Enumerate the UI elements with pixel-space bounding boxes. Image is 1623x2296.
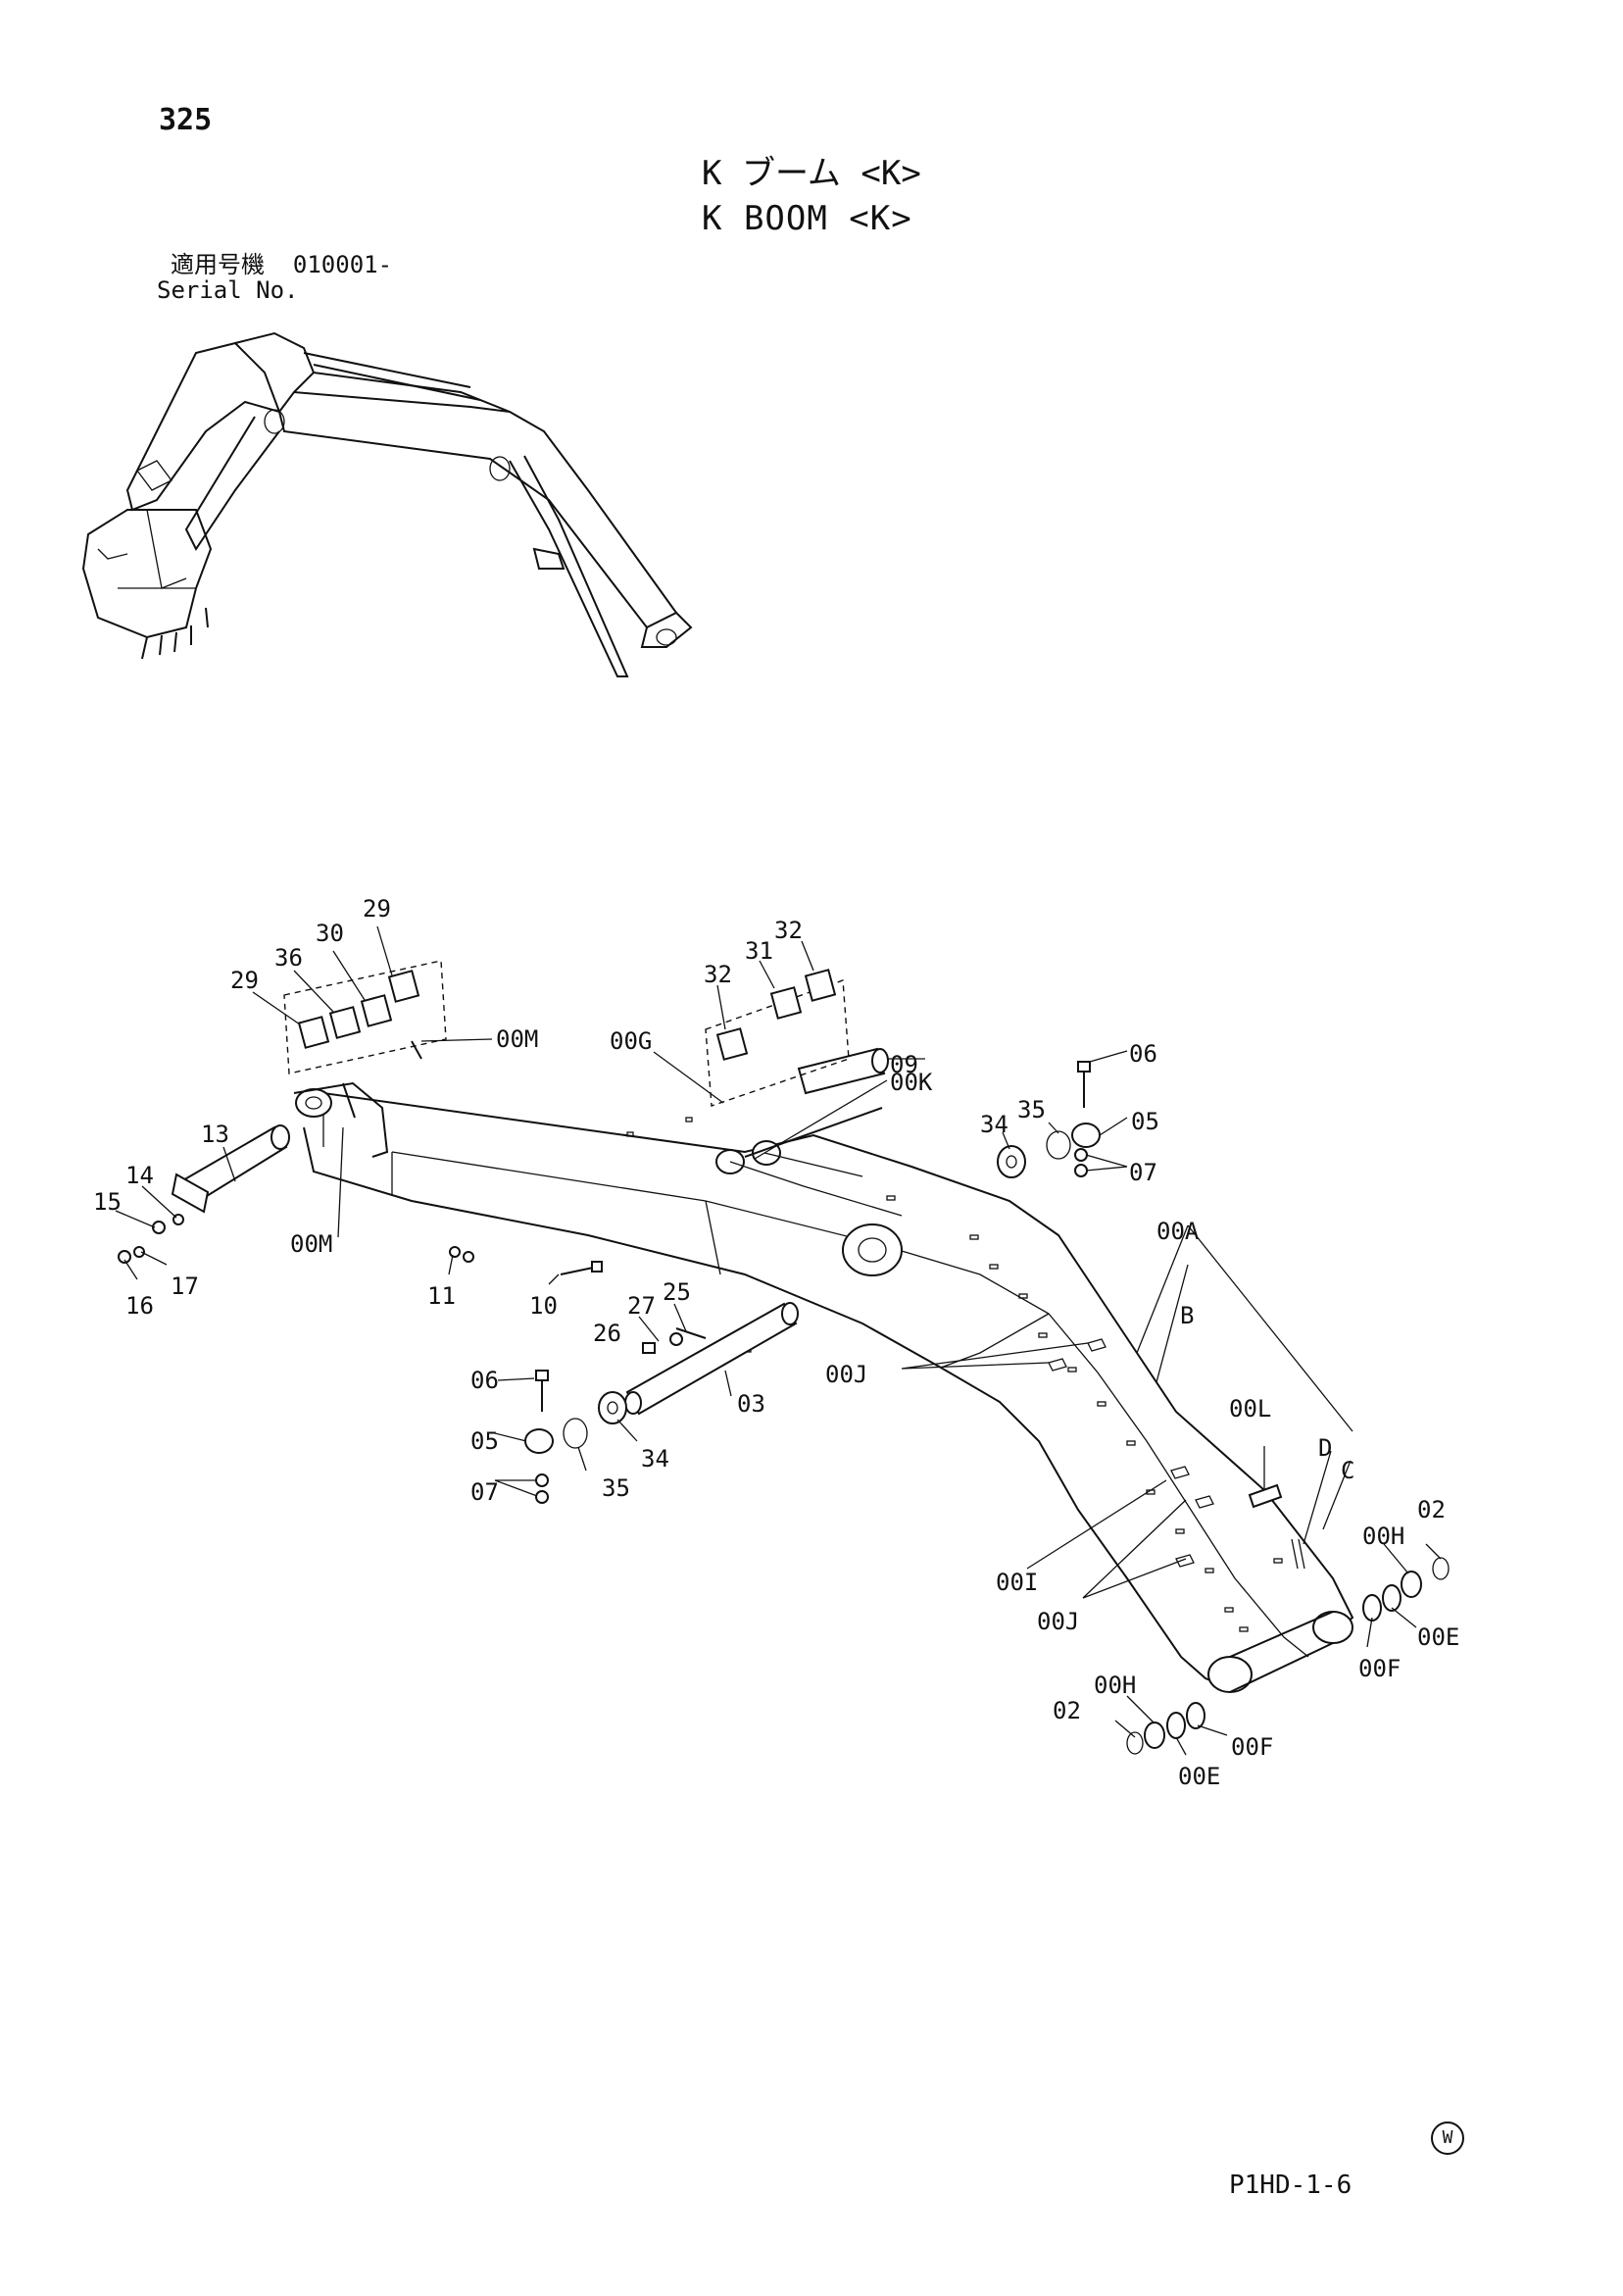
callout-label: 00G (610, 1027, 652, 1055)
callout-label: 11 (427, 1282, 456, 1310)
serial-value: 010001- (292, 251, 393, 278)
callout-label: 14 (125, 1162, 154, 1189)
callout-label: 05 (470, 1427, 499, 1455)
callout-label: 32 (774, 917, 803, 944)
page-code: P1HD-1-6 (1229, 2171, 1352, 2200)
callout-label: 00L (1229, 1395, 1271, 1423)
callout-label: 16 (125, 1292, 154, 1320)
small-hardware (118, 1040, 1283, 1509)
callout-label: 35 (602, 1474, 630, 1502)
callout-label: 15 (93, 1188, 122, 1216)
callout-label: 29 (363, 895, 391, 923)
callout-label: 17 (171, 1273, 199, 1300)
callout-label: C (1341, 1457, 1354, 1484)
callout-label: 35 (1017, 1096, 1046, 1123)
callout-label: 00K (890, 1069, 933, 1096)
leader-lines (115, 925, 1442, 1756)
callout-label: 34 (641, 1445, 669, 1472)
callout-label: 09 (890, 1051, 918, 1078)
callout-label: 29 (230, 967, 259, 994)
boom-foot-pin-13 (171, 1124, 290, 1214)
page-number: 325 (159, 103, 213, 137)
callout-label: 03 (737, 1390, 765, 1418)
callout-label: 07 (1129, 1159, 1157, 1186)
callout-label: D (1318, 1434, 1332, 1462)
callout-label: 30 (316, 920, 344, 947)
callout-label: 00J (1037, 1608, 1079, 1635)
callout-label: 07 (470, 1478, 499, 1506)
callout-label: 34 (980, 1111, 1008, 1138)
serial-number-label-english: Serial No. (157, 276, 299, 304)
callout-label: 10 (529, 1292, 558, 1320)
callout-label: 00A (1156, 1218, 1200, 1245)
callout-label: 27 (627, 1292, 656, 1320)
watermark-w-icon: W (1431, 2121, 1464, 2155)
callout-label: 00E (1178, 1763, 1220, 1790)
callout-label: 00H (1362, 1522, 1404, 1550)
callout-label: 06 (470, 1367, 499, 1394)
callout-label: 26 (593, 1320, 621, 1347)
shim-plates-right (705, 969, 850, 1107)
page-title-japanese: K ブーム <K> (702, 154, 921, 193)
boom-cylinder-pin-03 (624, 1302, 799, 1416)
callout-label: 00J (825, 1361, 867, 1388)
page-title-english: K BOOM <K> (702, 199, 912, 238)
callout-label: 00E (1417, 1623, 1459, 1651)
callout-label: 02 (1417, 1496, 1446, 1523)
callout-labels: 29 36 30 29 00M 13 14 15 17 16 00M 11 10… (93, 895, 1459, 1790)
callout-label: 36 (274, 944, 303, 972)
callout-label: 00H (1094, 1672, 1136, 1699)
callout-label: 25 (663, 1278, 691, 1306)
callout-label: 00M (496, 1025, 538, 1053)
callout-label: 31 (745, 937, 773, 965)
excavator-overview-sketch (81, 331, 693, 677)
callout-label: 00M (290, 1230, 332, 1258)
callout-label: B (1180, 1302, 1194, 1329)
callout-label: 13 (201, 1121, 229, 1148)
callout-label: 00I (996, 1569, 1038, 1596)
callout-label: 32 (704, 961, 732, 988)
shim-plates-left (283, 960, 447, 1074)
serial-number-label-japanese: 適用号機 010001- (171, 253, 392, 276)
pin-09 (797, 1047, 889, 1095)
callout-label: 02 (1053, 1697, 1081, 1724)
serial-label-jp: 適用号機 (171, 251, 265, 278)
boom-main-body (293, 1081, 1354, 1693)
callout-label: 06 (1129, 1040, 1157, 1068)
callout-label: 00F (1231, 1733, 1273, 1761)
callout-label: 05 (1131, 1108, 1159, 1135)
callout-label: 00F (1358, 1655, 1401, 1682)
